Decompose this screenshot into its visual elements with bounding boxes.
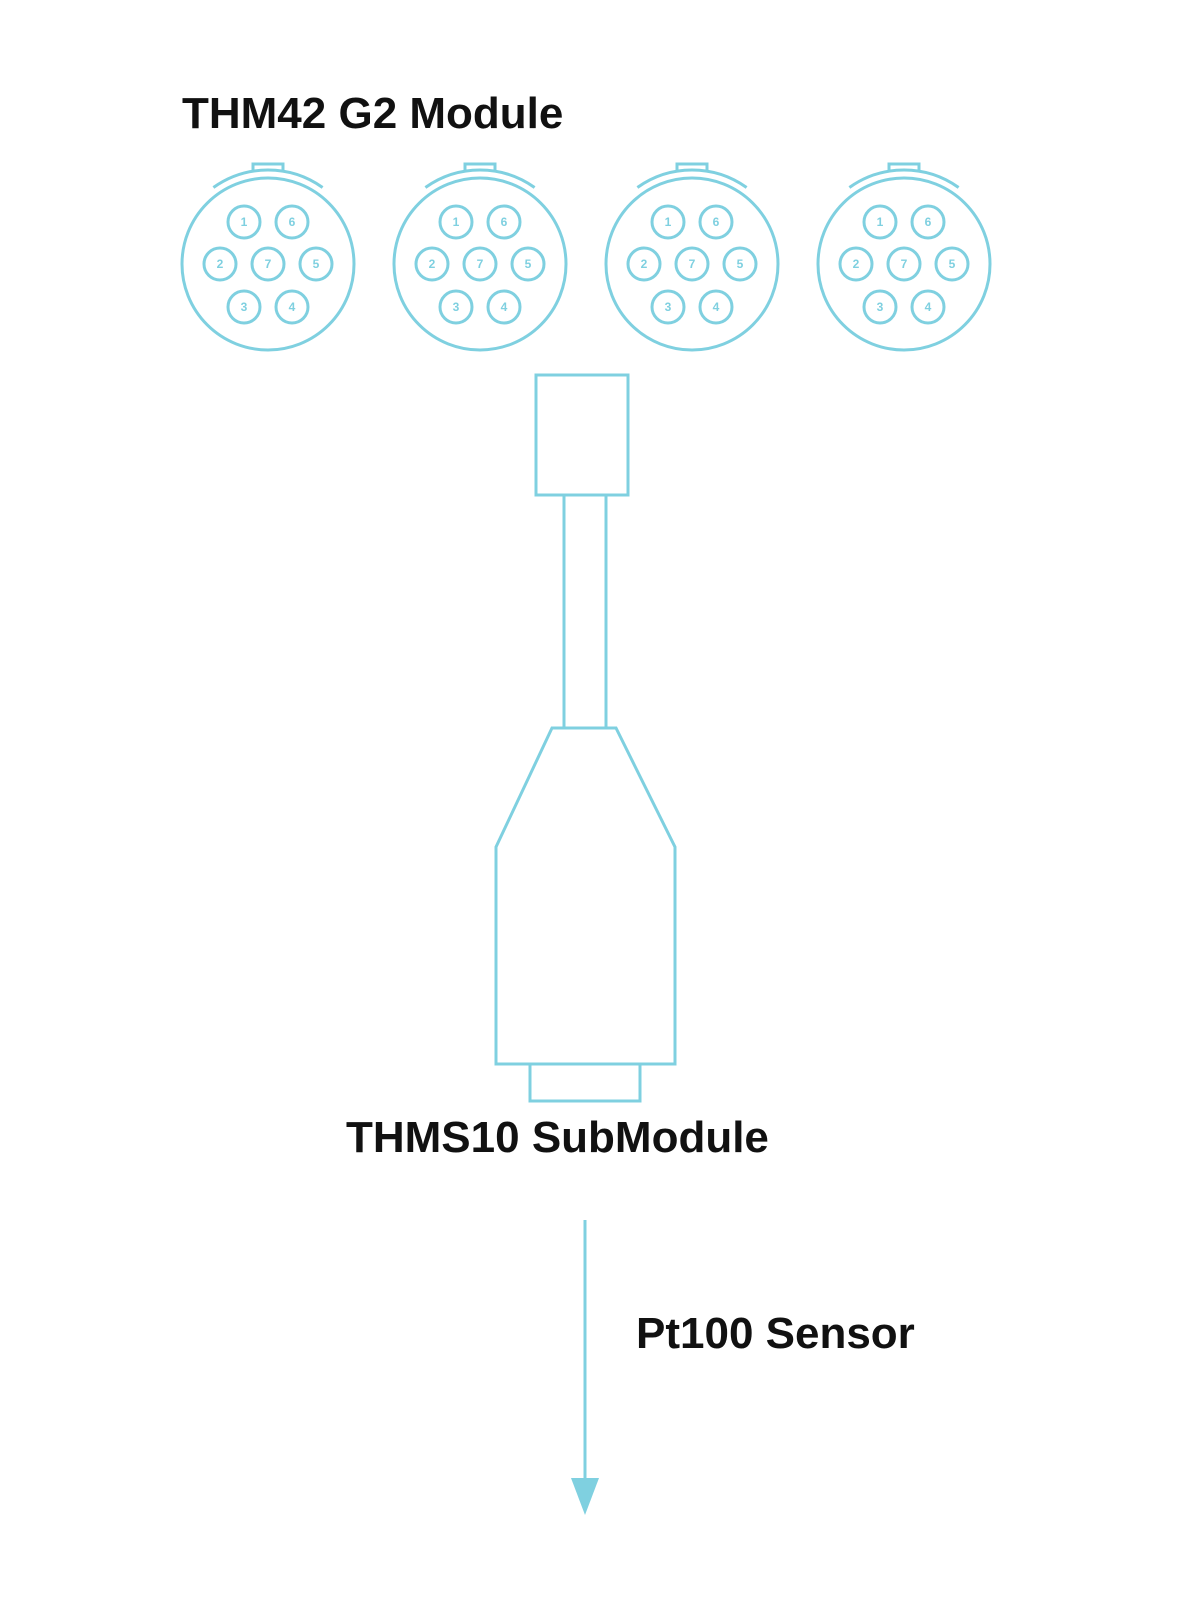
connector-key-notch: [675, 162, 709, 170]
connector-pin: [862, 289, 898, 325]
submodule-plug-head: [534, 373, 630, 497]
pin-number: 3: [453, 300, 460, 314]
connector-body: [816, 176, 992, 352]
connector-1: 1 6 2 7 5 3 4: [180, 162, 356, 352]
connector-pin: [462, 246, 498, 282]
pin-number: 2: [217, 257, 224, 271]
pin-number: 3: [877, 300, 884, 314]
connector-pin: [650, 289, 686, 325]
pin-number: 5: [737, 257, 744, 271]
connector-pin: [438, 204, 474, 240]
submodule-body: [494, 726, 677, 1066]
connector-pin: [626, 246, 662, 282]
pin-number: 2: [641, 257, 648, 271]
connector-4: 1 6 2 7 5 3 4: [816, 162, 992, 352]
pin-number: 3: [241, 300, 248, 314]
connector-key-notch: [251, 162, 285, 170]
pin-number: 6: [925, 215, 932, 229]
pin-number: 4: [289, 300, 296, 314]
pin-number: 1: [877, 215, 884, 229]
connector-pin: [510, 246, 546, 282]
connector-pin: [722, 246, 758, 282]
pin-number: 2: [429, 257, 436, 271]
connector-key-arc: [848, 168, 960, 189]
connector-pin: [250, 246, 286, 282]
connector-pin: [886, 246, 922, 282]
connector-body: [604, 176, 780, 352]
connector-row: 1 6 2 7 5 3 4 1 6 2 7 5 3 4 1 6 2 7 5 3 4 1 6 2 7 5 3 4: [180, 162, 992, 352]
pin-number: 7: [901, 257, 908, 271]
connector-pin: [674, 246, 710, 282]
connector-pin: [202, 246, 238, 282]
connector-key-arc: [636, 168, 748, 189]
connector-pin: [698, 289, 734, 325]
pin-number: 4: [501, 300, 508, 314]
connector-pin: [274, 289, 310, 325]
connector-3: 1 6 2 7 5 3 4: [604, 162, 780, 352]
connector-body: [180, 176, 356, 352]
connector-key-notch: [887, 162, 921, 170]
pin-number: 1: [453, 215, 460, 229]
submodule-title: THMS10 SubModule: [346, 1113, 769, 1162]
connector-key-notch: [463, 162, 497, 170]
pin-number: 2: [853, 257, 860, 271]
pin-number: 5: [313, 257, 320, 271]
pin-number: 6: [289, 215, 296, 229]
thms10-submodule: [494, 373, 677, 1103]
pin-number: 6: [713, 215, 720, 229]
connector-pin: [486, 204, 522, 240]
connector-pin: [226, 289, 262, 325]
pin-number: 7: [477, 257, 484, 271]
connector-pin: [838, 246, 874, 282]
connector-pin: [650, 204, 686, 240]
connector-key-arc: [424, 168, 536, 189]
submodule-end-cap: [528, 1062, 642, 1103]
pin-number: 3: [665, 300, 672, 314]
connector-pin: [274, 204, 310, 240]
sensor-arrow: [571, 1220, 599, 1515]
pin-number: 4: [713, 300, 720, 314]
module-title: THM42 G2 Module: [182, 89, 564, 138]
pin-number: 5: [949, 257, 956, 271]
sensor-label: Pt100 Sensor: [636, 1309, 915, 1358]
pin-number: 5: [525, 257, 532, 271]
connector-pin: [414, 246, 450, 282]
connector-pin: [226, 204, 262, 240]
submodule-cable: [562, 493, 608, 730]
pin-number: 6: [501, 215, 508, 229]
connector-pin: [910, 204, 946, 240]
connector-pin: [486, 289, 522, 325]
pin-number: 4: [925, 300, 932, 314]
pin-number: 1: [241, 215, 248, 229]
pin-number: 1: [665, 215, 672, 229]
connector-key-arc: [212, 168, 324, 189]
connector-pin: [934, 246, 970, 282]
connector-pin: [698, 204, 734, 240]
sensor-arrow-head: [571, 1478, 599, 1515]
pin-number: 7: [689, 257, 696, 271]
pin-number: 7: [265, 257, 272, 271]
connector-pin: [862, 204, 898, 240]
connector-pin: [438, 289, 474, 325]
connector-pin: [910, 289, 946, 325]
connector-body: [392, 176, 568, 352]
connector-2: 1 6 2 7 5 3 4: [392, 162, 568, 352]
connector-pin: [298, 246, 334, 282]
